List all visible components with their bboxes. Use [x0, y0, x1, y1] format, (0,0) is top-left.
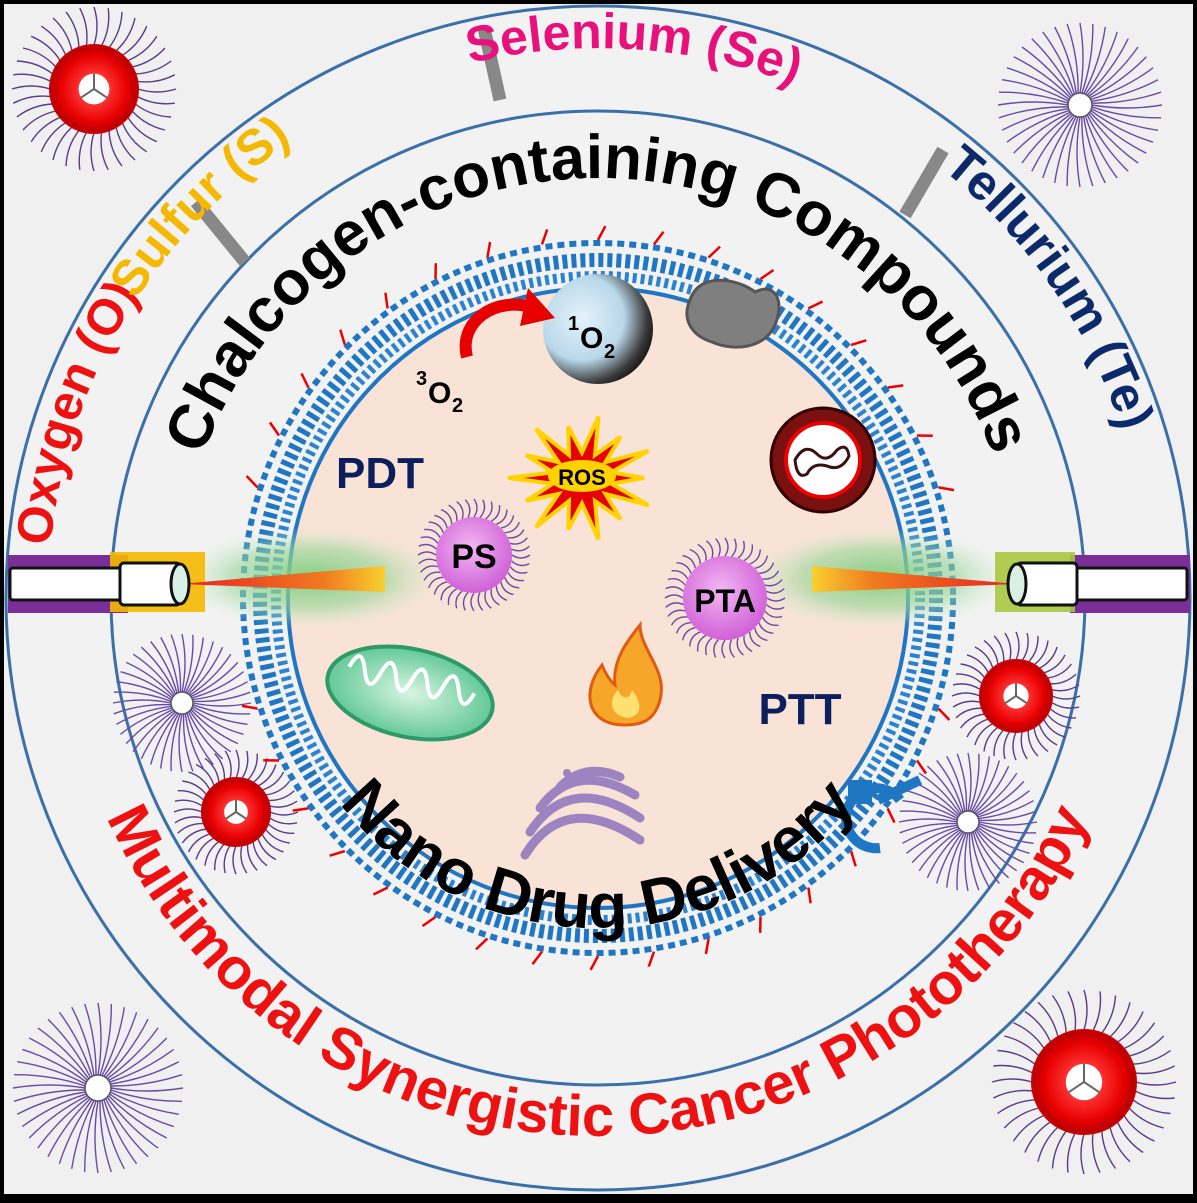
pdt-label: PDT	[336, 449, 424, 498]
svg-text:3: 3	[416, 368, 427, 390]
fiber-left	[10, 563, 189, 605]
svg-text:2: 2	[604, 341, 615, 363]
ps-label: PS	[451, 538, 496, 576]
nucleus-icon	[771, 408, 875, 512]
svg-text:1: 1	[568, 313, 579, 335]
svg-text:O: O	[428, 377, 451, 410]
svg-text:2: 2	[452, 395, 463, 417]
ros-label: ROS	[558, 465, 606, 490]
white-nanoparticle	[957, 811, 979, 833]
white-nanoparticle	[85, 1075, 111, 1101]
white-nanoparticle	[171, 692, 193, 714]
white-nanoparticle	[1068, 93, 1092, 117]
vesicle-icon	[687, 280, 779, 347]
svg-text:O: O	[580, 322, 603, 355]
pta-label: PTA	[694, 583, 756, 619]
fiber-right	[1008, 563, 1187, 605]
ptt-label: PTT	[758, 685, 841, 734]
